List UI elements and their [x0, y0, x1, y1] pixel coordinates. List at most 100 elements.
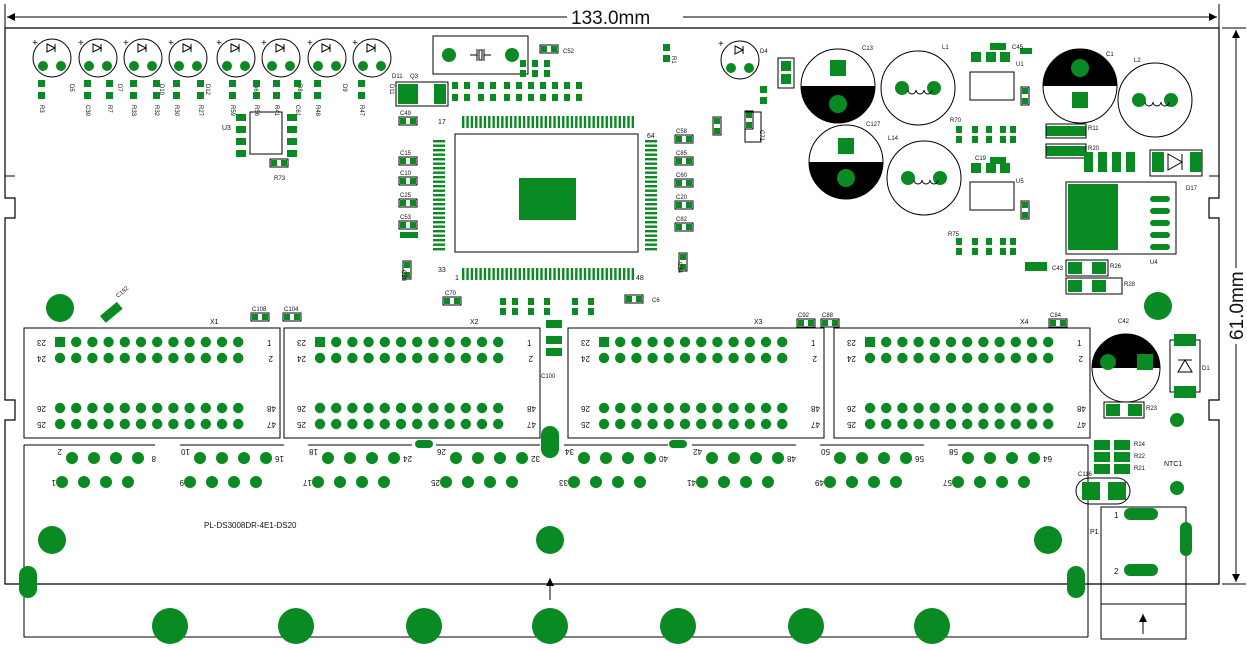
resistor-designator: R70 [950, 118, 962, 124]
diode-designator: D17 [1186, 186, 1198, 192]
qfp-pin [645, 167, 657, 170]
cap-pad [410, 178, 416, 184]
header-pin [152, 418, 163, 430]
led-symbol-icon [275, 43, 286, 53]
rj-pin-label: 9 [179, 478, 184, 487]
header-pin [347, 402, 358, 414]
rj-pin [238, 452, 250, 464]
capacitor-designator: C25 [400, 193, 412, 199]
capacitor-designator: C43 [1052, 266, 1064, 272]
qfp-pin [645, 176, 657, 179]
smd-pad [38, 80, 45, 87]
led-symbol-icon [321, 43, 332, 53]
rj-shield-pad [406, 608, 442, 644]
header-pin [696, 418, 707, 430]
smd-pad [972, 238, 978, 245]
smd-pad [528, 308, 534, 315]
rj-pin [824, 476, 836, 488]
header-pin [864, 402, 876, 414]
header-pin [978, 336, 989, 348]
cap-pad [686, 180, 692, 186]
c52-pad [551, 46, 557, 52]
cap-pad-outline [674, 134, 694, 144]
polarity-mark: + [261, 38, 267, 49]
header-pin [994, 418, 1005, 430]
led-symbol-icon [734, 45, 745, 55]
header-pin [712, 402, 723, 414]
cap-pad-outline [398, 156, 418, 166]
header-pin [119, 352, 130, 364]
qfp-pin [531, 116, 534, 128]
rj-pin-label: 17 [303, 478, 312, 487]
header-pin [314, 352, 326, 364]
qfp-pin [596, 116, 600, 128]
smd-pad [540, 94, 546, 101]
r26-outline [1065, 259, 1109, 277]
qfp-pin [588, 268, 591, 280]
rj-pin [890, 476, 902, 488]
capacitor-designator: C34 [676, 262, 682, 274]
header-pin [962, 352, 973, 364]
qfp-pin [496, 268, 500, 280]
qfp-pin [566, 268, 569, 280]
cap-pad [837, 169, 855, 187]
header-pin [135, 352, 147, 364]
capacitor-designator: C13 [862, 46, 874, 52]
pin-number-label: 2 [1114, 567, 1119, 576]
capacitor-designator: C192 [115, 285, 130, 299]
cap-pad [262, 314, 268, 320]
rj-pin [450, 452, 462, 464]
inductor-outline [886, 140, 962, 216]
header-pin [428, 418, 439, 430]
smd-pad [452, 94, 458, 101]
ic-pin [986, 163, 996, 173]
smd-pad [478, 94, 484, 101]
smd-pad [1000, 126, 1006, 133]
ic-pin [1000, 163, 1010, 173]
qfp-pin [596, 268, 600, 280]
header-pin [428, 402, 439, 414]
smd-pad [1094, 464, 1110, 474]
qfp-pin [645, 212, 657, 215]
qfp-pin [575, 116, 578, 128]
smd-pad [273, 92, 280, 99]
smd-pad [273, 80, 280, 87]
qfp-pin [433, 212, 445, 215]
rj-pin-label: 18 [309, 447, 318, 456]
smd-pad [1010, 126, 1016, 133]
resistor-designator: R75 [948, 232, 960, 238]
smd-pad [1000, 238, 1006, 245]
capacitor-designator: C127 [866, 122, 881, 128]
rj-pin-label: 49 [815, 478, 824, 487]
led-outline [720, 40, 760, 80]
header-pin [881, 402, 892, 414]
header-pin [184, 418, 195, 430]
ic-designator: U3 [222, 125, 231, 132]
smd-pad [1094, 440, 1110, 450]
smd-pad [1114, 464, 1130, 474]
led-outline [261, 38, 301, 78]
header-pin [1043, 336, 1054, 348]
inductor-pad [927, 81, 941, 95]
pin-number-label: 33 [438, 267, 446, 274]
header-pin [412, 418, 423, 430]
smd-pad [1108, 482, 1126, 500]
header-pin [444, 352, 455, 364]
smd-pad [1000, 248, 1006, 255]
header-pin [881, 418, 892, 430]
pin-number-label: 25 [581, 420, 590, 429]
ic-designator: U4 [1150, 260, 1158, 266]
smd-pad [528, 94, 534, 101]
cap-pad [830, 60, 846, 76]
header-pin [615, 402, 626, 414]
qfp-pin [527, 268, 530, 280]
c34-pad-outline [678, 252, 688, 272]
c116-outline [1075, 477, 1131, 505]
pin-number-label: 47 [267, 420, 276, 429]
cap-pad-outline [1048, 318, 1068, 328]
smd-pad [1084, 152, 1093, 172]
header-pin [216, 402, 228, 414]
smd-pad [990, 157, 1006, 164]
header-pin [663, 402, 674, 414]
rj-pin-label: 8 [151, 454, 156, 463]
